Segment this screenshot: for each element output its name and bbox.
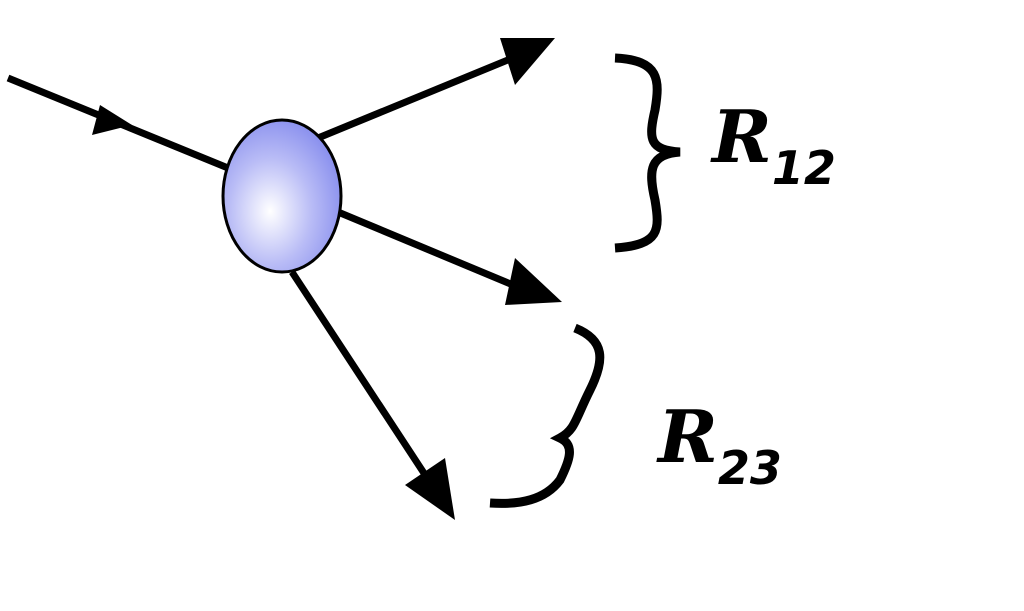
brace-r12 [614,53,681,253]
outgoing-line-3 [289,270,438,492]
arrowhead-3 [405,458,455,520]
arrowhead-1 [500,38,555,85]
incoming-arrowhead [92,105,132,135]
particle-vertex [221,118,343,274]
label-r23: R23 [656,394,782,495]
label-r12: R12 [710,94,836,195]
outgoing-line-1 [316,51,522,142]
brace-r23 [489,323,605,508]
outgoing-line-2 [336,208,527,294]
arrowhead-2 [505,258,562,305]
